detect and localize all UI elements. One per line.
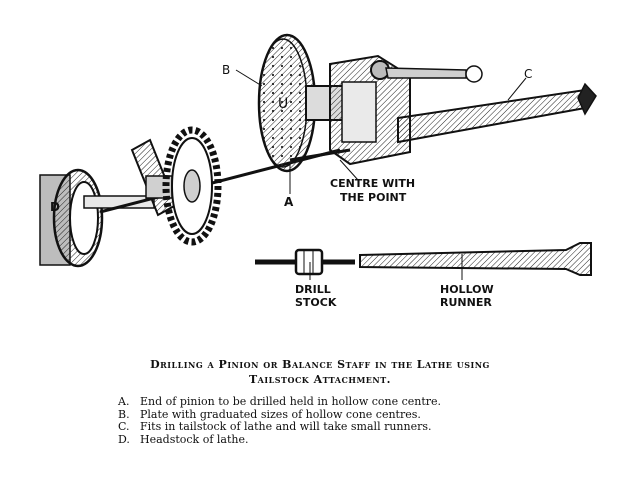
hollow-runner [359, 242, 592, 280]
caption-line-2: Tailstock Attachment. [248, 373, 391, 386]
tailstock [329, 54, 597, 166]
legend-item: D. Headstock of lathe. [118, 432, 558, 447]
label-drill-line1: DRILL [295, 283, 331, 296]
label-a: A [284, 195, 294, 209]
headstock [39, 168, 155, 268]
label-centre-line1: CENTRE WITH [330, 177, 415, 190]
gear-wheel [162, 126, 222, 246]
svg-text:U: U [278, 96, 288, 112]
legend-key: D. [118, 432, 130, 446]
legend-text: End of pinion to be drilled held in holl… [140, 395, 442, 408]
legend-key: C. [118, 420, 130, 433]
lathe-diagram: U B C D A CENTRE WITH THE POINT DRILL ST… [39, 33, 597, 309]
caption-line-1: Drilling a Pinion or Balance Staff in th… [150, 358, 490, 371]
legend-text: Headstock of lathe. [140, 432, 249, 446]
legend-item: C. Fits in tailstock of lathe and will t… [118, 420, 558, 434]
figure-caption: Drilling a Pinion or Balance Staff in th… [60, 358, 580, 386]
legend-text: Plate with graduated sizes of hollow con… [140, 407, 421, 421]
label-runner-line2: RUNNER [440, 296, 492, 309]
legend-item: A. End of pinion to be drilled held in h… [118, 395, 558, 409]
legend-text: Fits in tailstock of lathe and will take… [140, 420, 432, 433]
label-centre-line2: THE POINT [340, 191, 407, 204]
legend: A. End of pinion to be drilled held in h… [118, 395, 558, 447]
label-runner-line1: HOLLOW [440, 283, 494, 296]
drill-stock [255, 248, 355, 280]
legend-item: B. Plate with graduated sizes of hollow … [118, 407, 558, 422]
label-d: D [50, 200, 60, 214]
label-c: C [524, 67, 532, 81]
legend-key: A. [118, 395, 130, 408]
label-drill-line2: STOCK [295, 296, 337, 309]
legend-key: B. [118, 407, 130, 421]
label-b: B [222, 63, 230, 77]
